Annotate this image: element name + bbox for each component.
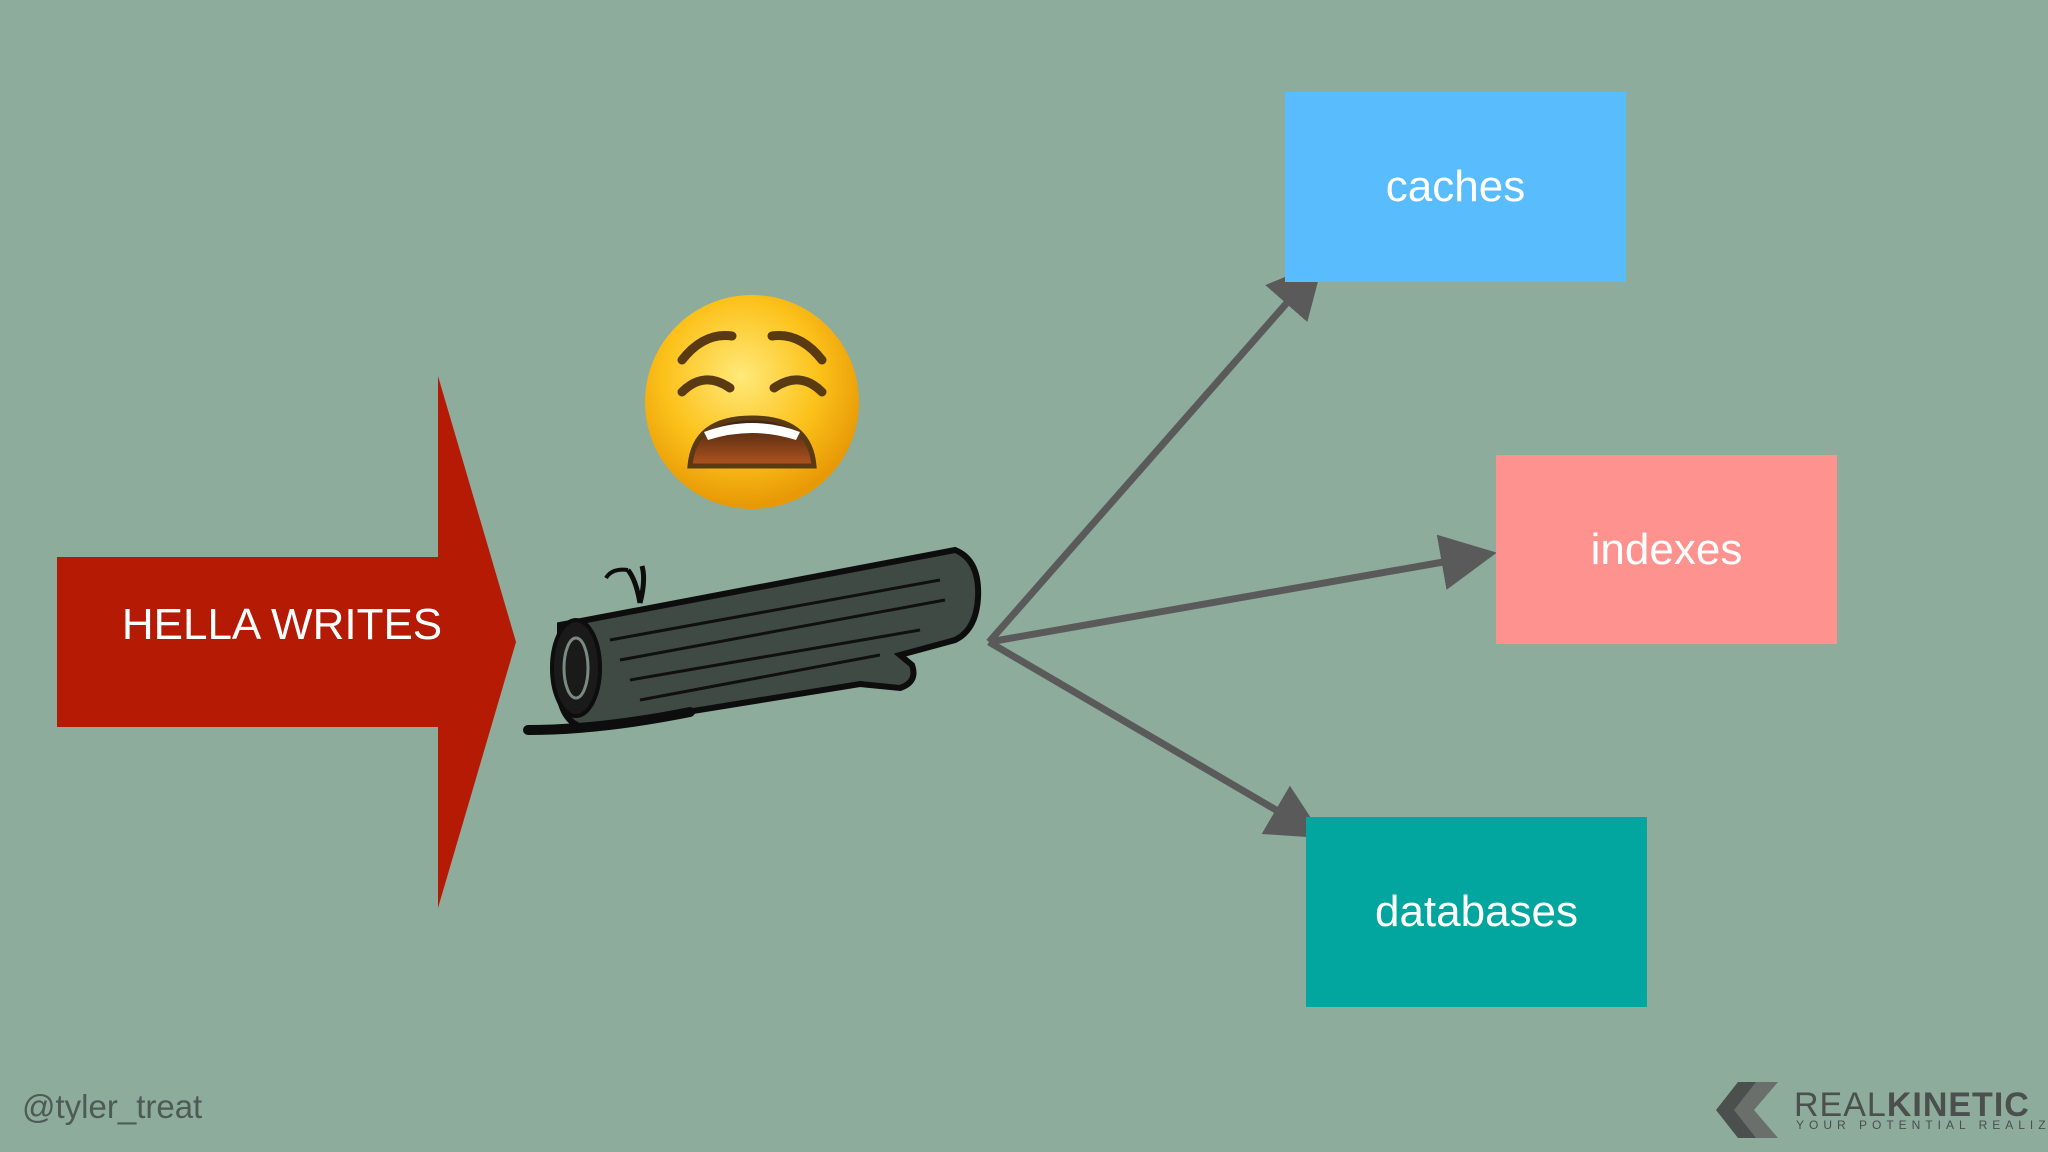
connector-to-databases [987, 638, 1325, 839]
indexes-label: indexes [1590, 524, 1743, 574]
hella-writes-arrow [57, 376, 516, 908]
databases-label: databases [1374, 887, 1579, 936]
hella-writes-label: HELLA WRITES [121, 600, 443, 649]
weary-face-emoji-icon [645, 295, 859, 509]
brand-name: REALKINETIC [1794, 1086, 2030, 1125]
realkinetic-logo-icon [1716, 1082, 1778, 1138]
log-illustration-icon [523, 546, 982, 735]
author-handle: @tyler_treat [22, 1088, 203, 1125]
caches-label: caches [1385, 162, 1526, 211]
realkinetic-brand: REALKINETIC YOUR POTENTIAL REALIZED [1716, 1078, 2048, 1140]
brand-tagline: YOUR POTENTIAL REALIZED [1796, 1118, 2048, 1132]
caches-box: caches [1285, 92, 1626, 282]
brand-name-bold: KINETIC [1886, 1086, 2030, 1124]
connector-to-indexes [988, 534, 1497, 646]
databases-box: databases [1306, 817, 1647, 1007]
connector-to-caches [986, 261, 1324, 645]
indexes-box: indexes [1496, 455, 1837, 644]
brand-name-light: REAL [1794, 1086, 1887, 1124]
